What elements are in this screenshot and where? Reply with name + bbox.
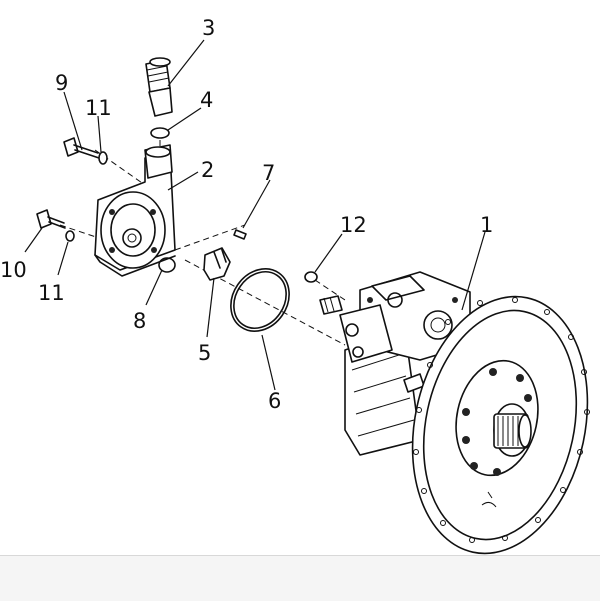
leader-lines (24, 39, 486, 391)
callout-9: 9 (55, 71, 68, 95)
callout-4: 4 (200, 88, 213, 112)
gear-pump-part-2 (94, 144, 176, 277)
bolt-part-10 (36, 209, 66, 229)
callout-2: 2 (201, 158, 214, 182)
washer-part-11-lower (65, 230, 75, 242)
o-ring-part-6 (230, 268, 290, 332)
callout-3: 3 (202, 16, 215, 40)
callout-12: 12 (340, 213, 367, 237)
o-ring-part-4 (150, 127, 170, 139)
callout-1: 1 (480, 213, 493, 237)
callout-11-upper: 11 (85, 96, 112, 120)
callout-5: 5 (198, 341, 211, 365)
main-pump-part-1 (319, 271, 590, 555)
bolt-part-9 (63, 137, 100, 159)
fitting-part-3 (145, 57, 173, 117)
callout-10: 10 (0, 258, 27, 282)
coupling-part-5 (203, 247, 231, 281)
callout-7: 7 (262, 161, 275, 185)
o-ring-part-12 (304, 271, 318, 283)
callout-11-lower: 11 (38, 281, 65, 305)
flange-rim-holes (413, 297, 590, 543)
callout-8: 8 (133, 309, 146, 333)
footer-bar (0, 555, 600, 601)
washer-part-11-upper (98, 151, 108, 165)
pin-part-7 (233, 229, 247, 240)
callout-labels: 1 2 3 4 5 6 7 8 9 10 11 11 12 (0, 16, 493, 413)
callout-6: 6 (268, 389, 281, 413)
o-ring-part-8 (158, 257, 176, 273)
